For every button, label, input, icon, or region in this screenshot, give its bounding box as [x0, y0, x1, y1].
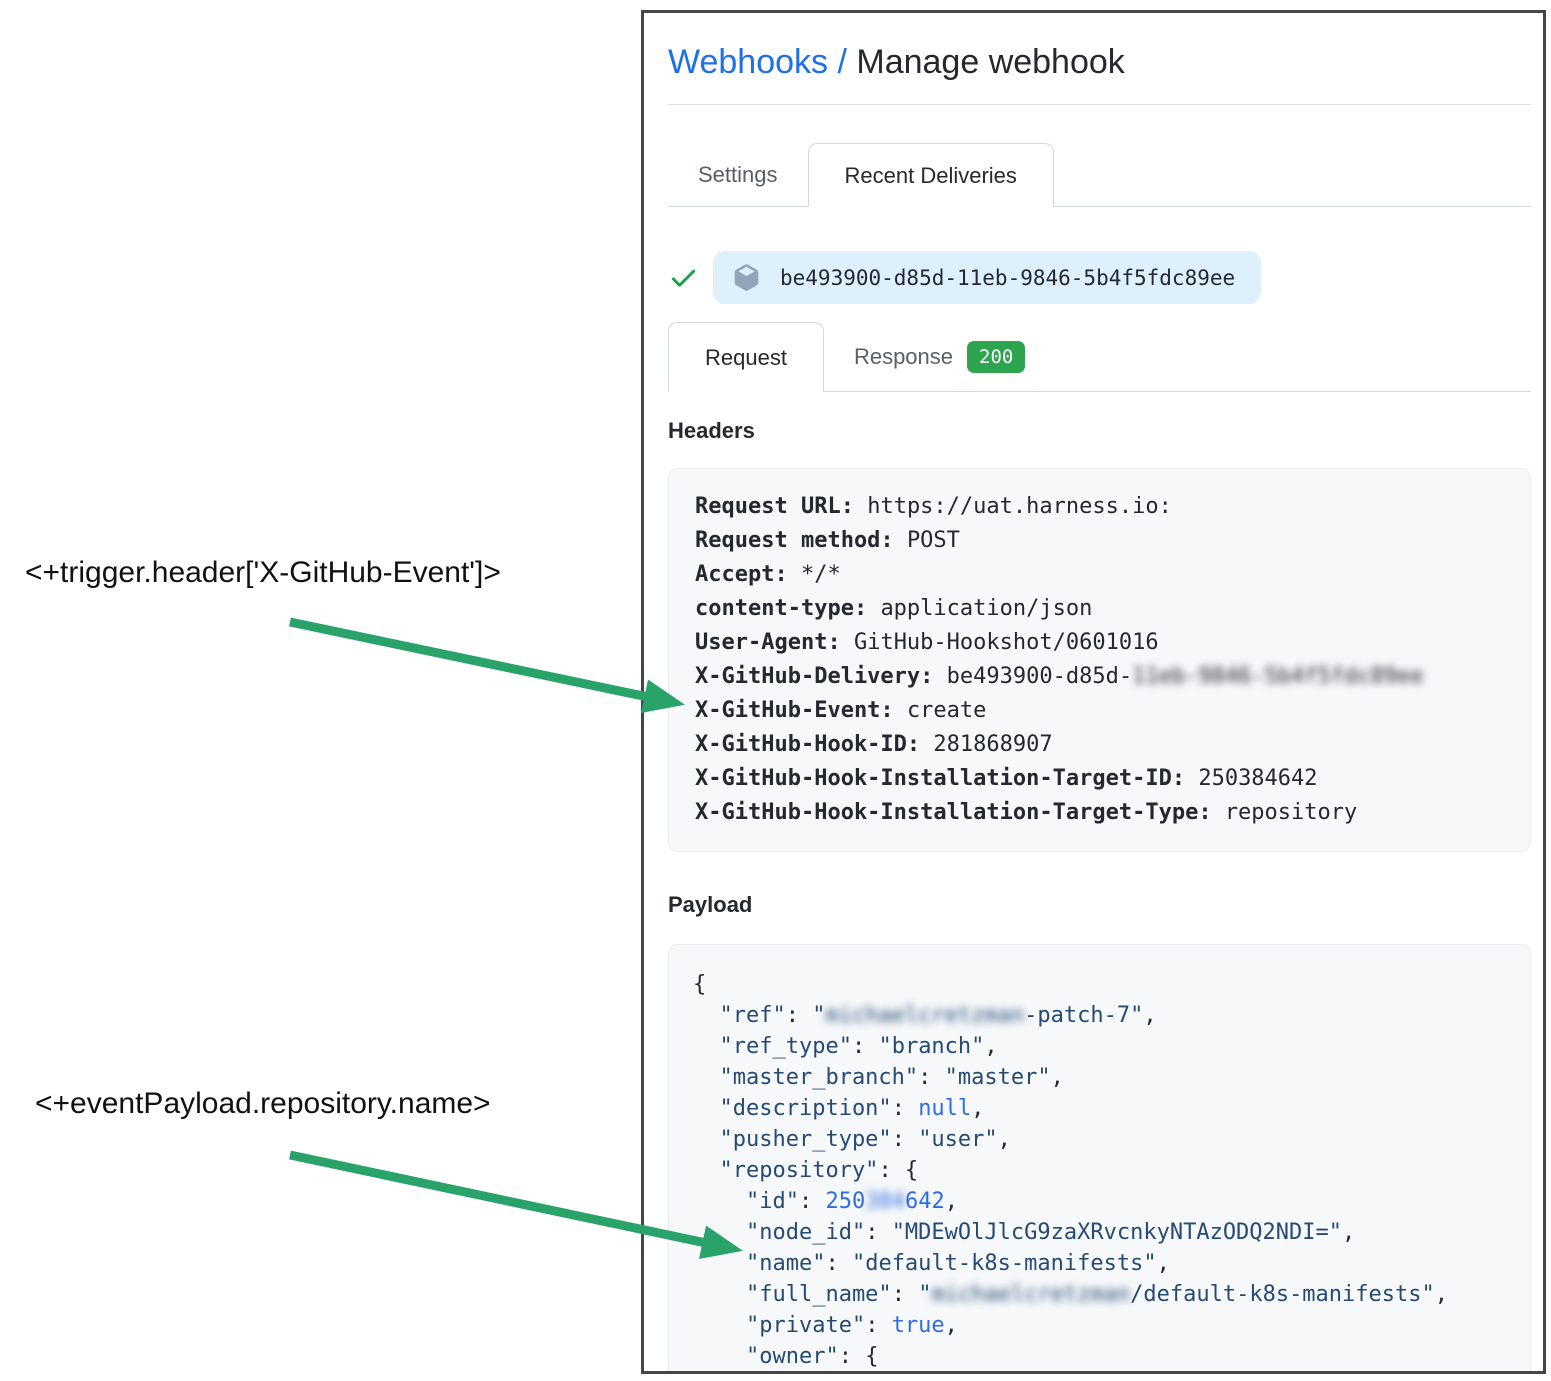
page-title-text: Manage webhook: [856, 43, 1125, 81]
payload-line: "ref": "michaelcretzman-patch-7",: [693, 1003, 1157, 1028]
payload-heading: Payload: [668, 892, 753, 917]
panel-content: Webhooks / Manage webhook Settings Recen…: [644, 13, 1543, 1371]
headers-code-block: Request URL: https://uat.harness.io: Requ…: [668, 468, 1531, 852]
header-line: Accept: */*: [695, 562, 841, 587]
headers-heading: Headers: [668, 418, 755, 443]
header-line: X-GitHub-Hook-ID: 281868907: [695, 732, 1053, 757]
header-line: X-GitHub-Hook-Installation-Target-ID: 25…: [695, 766, 1318, 791]
payload-line: "repository": {: [693, 1158, 919, 1183]
page-title: Webhooks / Manage webhook: [668, 43, 1531, 105]
delivery-guid: be493900-d85d-11eb-9846-5b4f5fdc89ee: [780, 265, 1236, 290]
tab-response[interactable]: Response 200: [824, 322, 1055, 391]
payload-line: "owner": {: [693, 1344, 879, 1369]
payload-line: "name": "default-k8s-manifests",: [693, 1251, 1170, 1276]
delivery-row: be493900-d85d-11eb-9846-5b4f5fdc89ee: [668, 251, 1531, 304]
payload-line: "full_name": "michaelcretzman/default-k8…: [693, 1282, 1449, 1307]
tab-request[interactable]: Request: [668, 322, 824, 392]
tab-response-label: Response: [853, 343, 954, 369]
detail-tabnav: Request Response 200: [668, 322, 1531, 392]
package-icon: [734, 264, 759, 291]
payload-line: "id": 250384642,: [693, 1189, 958, 1214]
payload-line: "pusher_type": "user",: [693, 1127, 1011, 1152]
payload-line: "ref_type": "branch",: [693, 1034, 998, 1059]
header-line: X-GitHub-Hook-Installation-Target-Type: …: [695, 800, 1358, 825]
header-line: content-type: application/json: [695, 596, 1093, 621]
tab-recent-deliveries[interactable]: Recent Deliveries: [807, 143, 1054, 207]
header-line: Request method: POST: [695, 528, 960, 553]
payload-line: "private": true,: [693, 1313, 958, 1338]
payload-line: "node_id": "MDEwOlJlcG9zaXRvcnkyNTAzODQ2…: [693, 1220, 1356, 1245]
webhooks-breadcrumb-link[interactable]: Webhooks /: [668, 43, 847, 81]
annotation-event-payload-expression: <+eventPayload.repository.name>: [35, 1087, 491, 1120]
main-tabnav: Settings Recent Deliveries: [668, 143, 1531, 207]
annotation-trigger-header-expression: <+trigger.header['X-GitHub-Event']>: [25, 556, 501, 589]
payload-line: "description": null,: [693, 1096, 985, 1121]
header-line: X-GitHub-Event: create: [695, 698, 987, 723]
arrow-to-x-github-event: [289, 617, 685, 713]
header-line: Request URL: https://uat.harness.io:: [695, 494, 1172, 519]
status-badge: 200: [967, 340, 1026, 373]
payload-line: {: [693, 972, 707, 997]
delivery-pill[interactable]: be493900-d85d-11eb-9846-5b4f5fdc89ee: [713, 251, 1262, 304]
webhook-panel: Webhooks / Manage webhook Settings Recen…: [641, 10, 1546, 1374]
payload-line: "master_branch": "master",: [693, 1065, 1064, 1090]
tab-settings[interactable]: Settings: [698, 161, 778, 187]
payload-code-block: { "ref": "michaelcretzman-patch-7", "ref…: [668, 944, 1531, 1371]
check-icon: [671, 269, 696, 287]
header-line: User-Agent: GitHub-Hookshot/0601016: [695, 630, 1159, 655]
header-line: X-GitHub-Delivery: be493900-d85d-11eb-98…: [695, 664, 1424, 689]
